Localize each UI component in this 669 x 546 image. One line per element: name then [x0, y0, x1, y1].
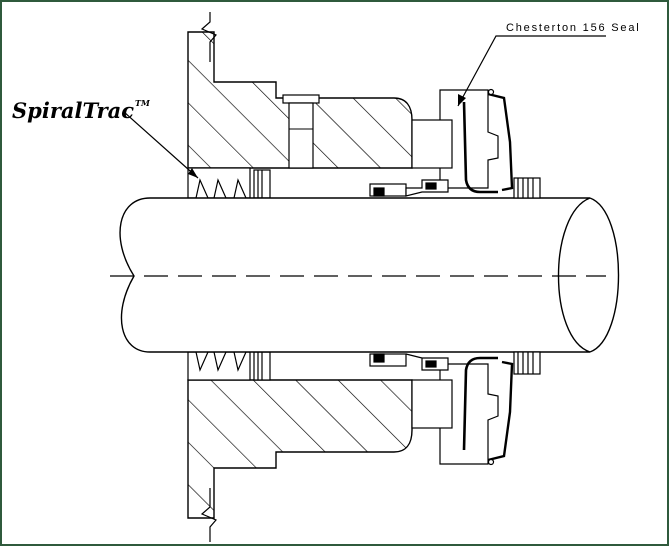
seal-assembly-lower: [369, 351, 541, 466]
upper-housing: [187, 31, 413, 169]
housing-break-lines: [200, 12, 217, 542]
spiraltrac-bushing-upper: [187, 167, 271, 199]
spiraltrac-label: SpiralTracTM: [12, 98, 150, 123]
seal-label: Chesterton 156 Seal: [506, 22, 641, 34]
leader-seal: [457, 35, 606, 107]
trademark-mark: TM: [135, 98, 150, 108]
leader-spiraltrac: [123, 111, 199, 179]
shaft: [110, 197, 620, 353]
seal-assembly-upper: [369, 88, 541, 199]
spiraltrac-bushing-lower: [187, 351, 271, 381]
lower-housing: [187, 379, 413, 519]
